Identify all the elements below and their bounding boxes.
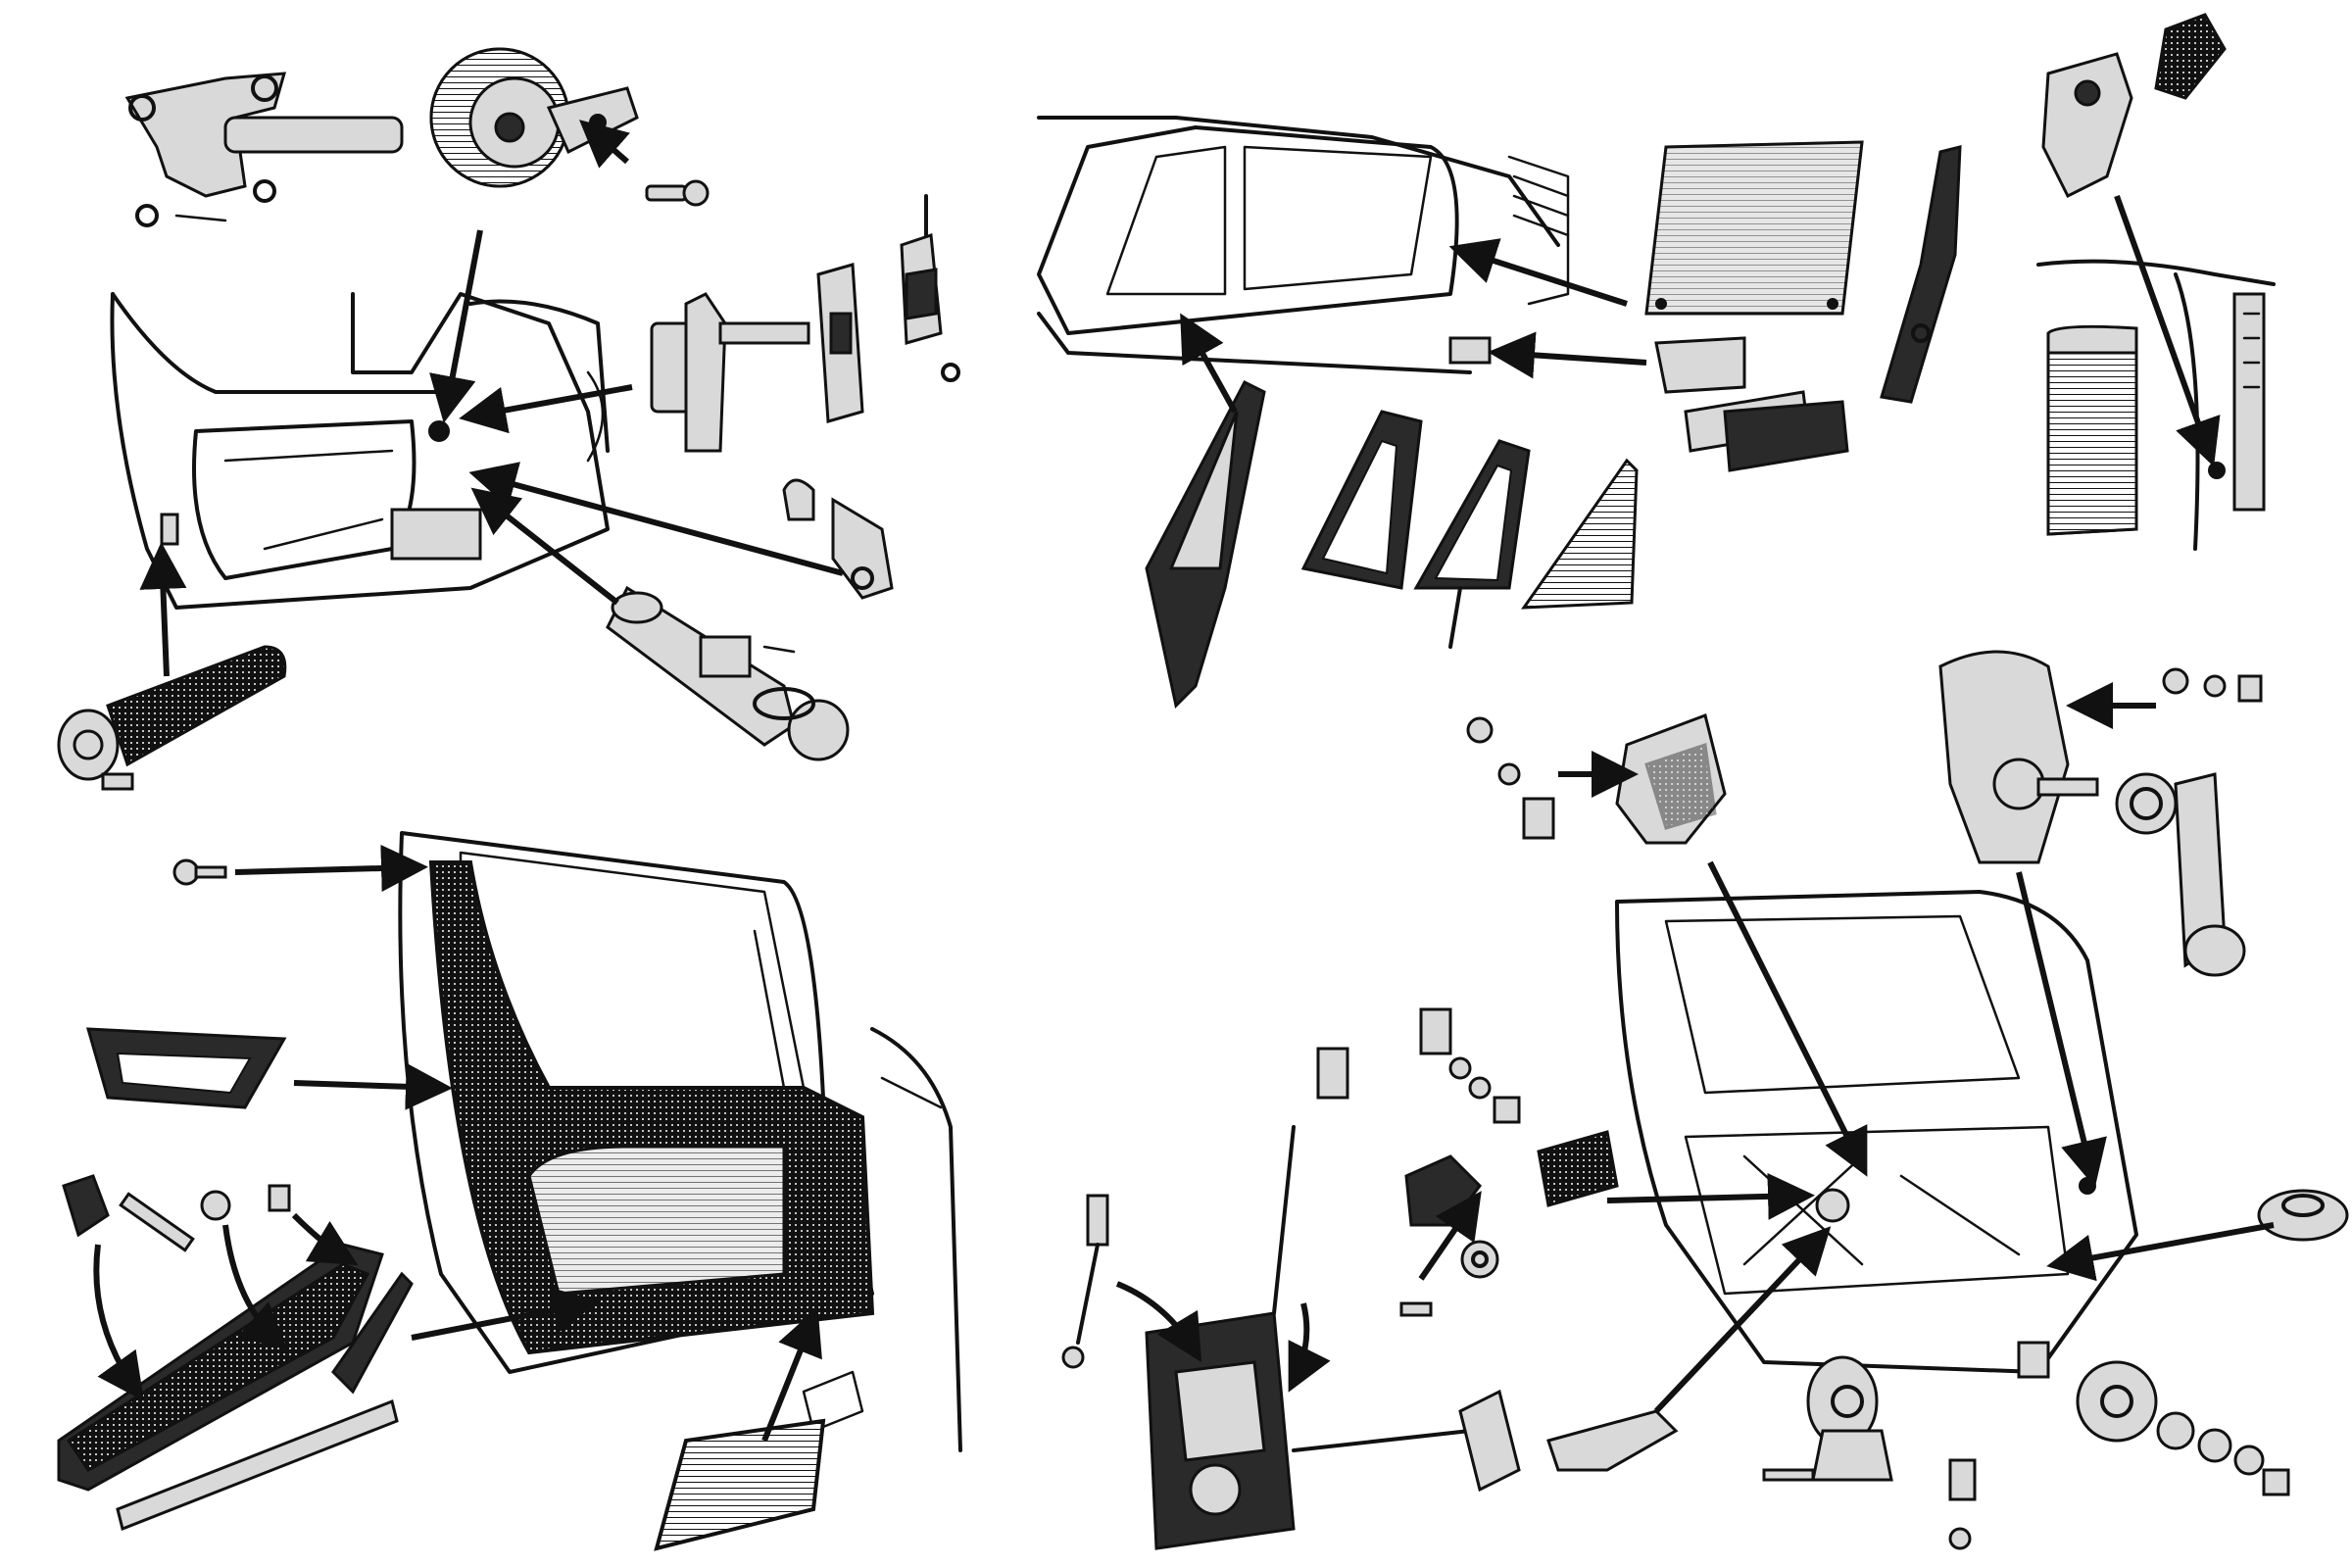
door-shell-outline xyxy=(1615,890,2138,1374)
door-check-bracket xyxy=(124,72,404,227)
panel-door-lock-and-handles xyxy=(57,47,960,791)
inner-door-handle xyxy=(650,292,810,453)
pointer-arrows-panel-4 xyxy=(1115,682,2275,1414)
window-stop-and-pads xyxy=(1399,1007,1619,1317)
panel-interior-corner xyxy=(2036,13,2276,551)
door-trim-panel xyxy=(428,860,875,1355)
door-glass xyxy=(1644,140,1864,316)
pointer-arrows-panel-2 xyxy=(1180,238,1647,414)
quarter-window-frame-2 xyxy=(1300,410,1423,590)
pointer-arrows-panel-2b xyxy=(2114,194,2221,467)
glass-channel-seal xyxy=(1880,145,1962,404)
handle-escutcheon-trim xyxy=(85,1027,287,1109)
trim-panel-glass-mirror xyxy=(654,1418,826,1551)
regulator-gear-cover xyxy=(1615,713,1727,845)
panel-door-trim-and-armrest xyxy=(57,831,962,1551)
door-handle-escutcheon xyxy=(1448,336,1849,472)
lock-cylinder xyxy=(782,478,894,600)
window-regulator-assembly xyxy=(1938,650,2263,977)
pointer-arrows-panel-3 xyxy=(93,844,822,1443)
lock-striker-plate xyxy=(816,263,864,423)
screw-trim xyxy=(172,858,227,886)
inside-release-handle xyxy=(1546,1409,1679,1472)
outer-handle-tube xyxy=(606,585,850,761)
lock-mechanism xyxy=(1061,1047,1521,1550)
armrest-strip xyxy=(116,1271,414,1532)
lock-bracket xyxy=(900,194,960,382)
washers-set-1 xyxy=(1466,716,1555,840)
pointer-arrows-panel-1 xyxy=(139,120,844,677)
quarter-window-frame-3 xyxy=(1413,439,1531,649)
badge-emblem xyxy=(2041,13,2227,199)
car-side-window-view xyxy=(1037,116,1570,374)
panel-quarter-windows-and-glass xyxy=(1037,116,1962,710)
quarter-window-frame-1 xyxy=(1145,380,1266,710)
rubber-buffer xyxy=(2257,1189,2349,1242)
trim-clips xyxy=(62,1174,291,1252)
interior-floor-view xyxy=(802,1027,962,1452)
lock-rod-pulley xyxy=(1762,1355,1977,1550)
door-lock-barrel xyxy=(57,645,287,791)
quarter-window-glass xyxy=(1521,458,1639,610)
winder-rollers xyxy=(2017,1341,2290,1496)
screw-small xyxy=(645,179,710,207)
door-interior-view xyxy=(110,292,610,610)
panel-window-regulator-and-lock-mechanism xyxy=(1061,650,2349,1550)
window-winder-knob xyxy=(429,47,639,188)
seat-interior-view xyxy=(2036,259,2276,551)
armrest xyxy=(57,1243,384,1492)
